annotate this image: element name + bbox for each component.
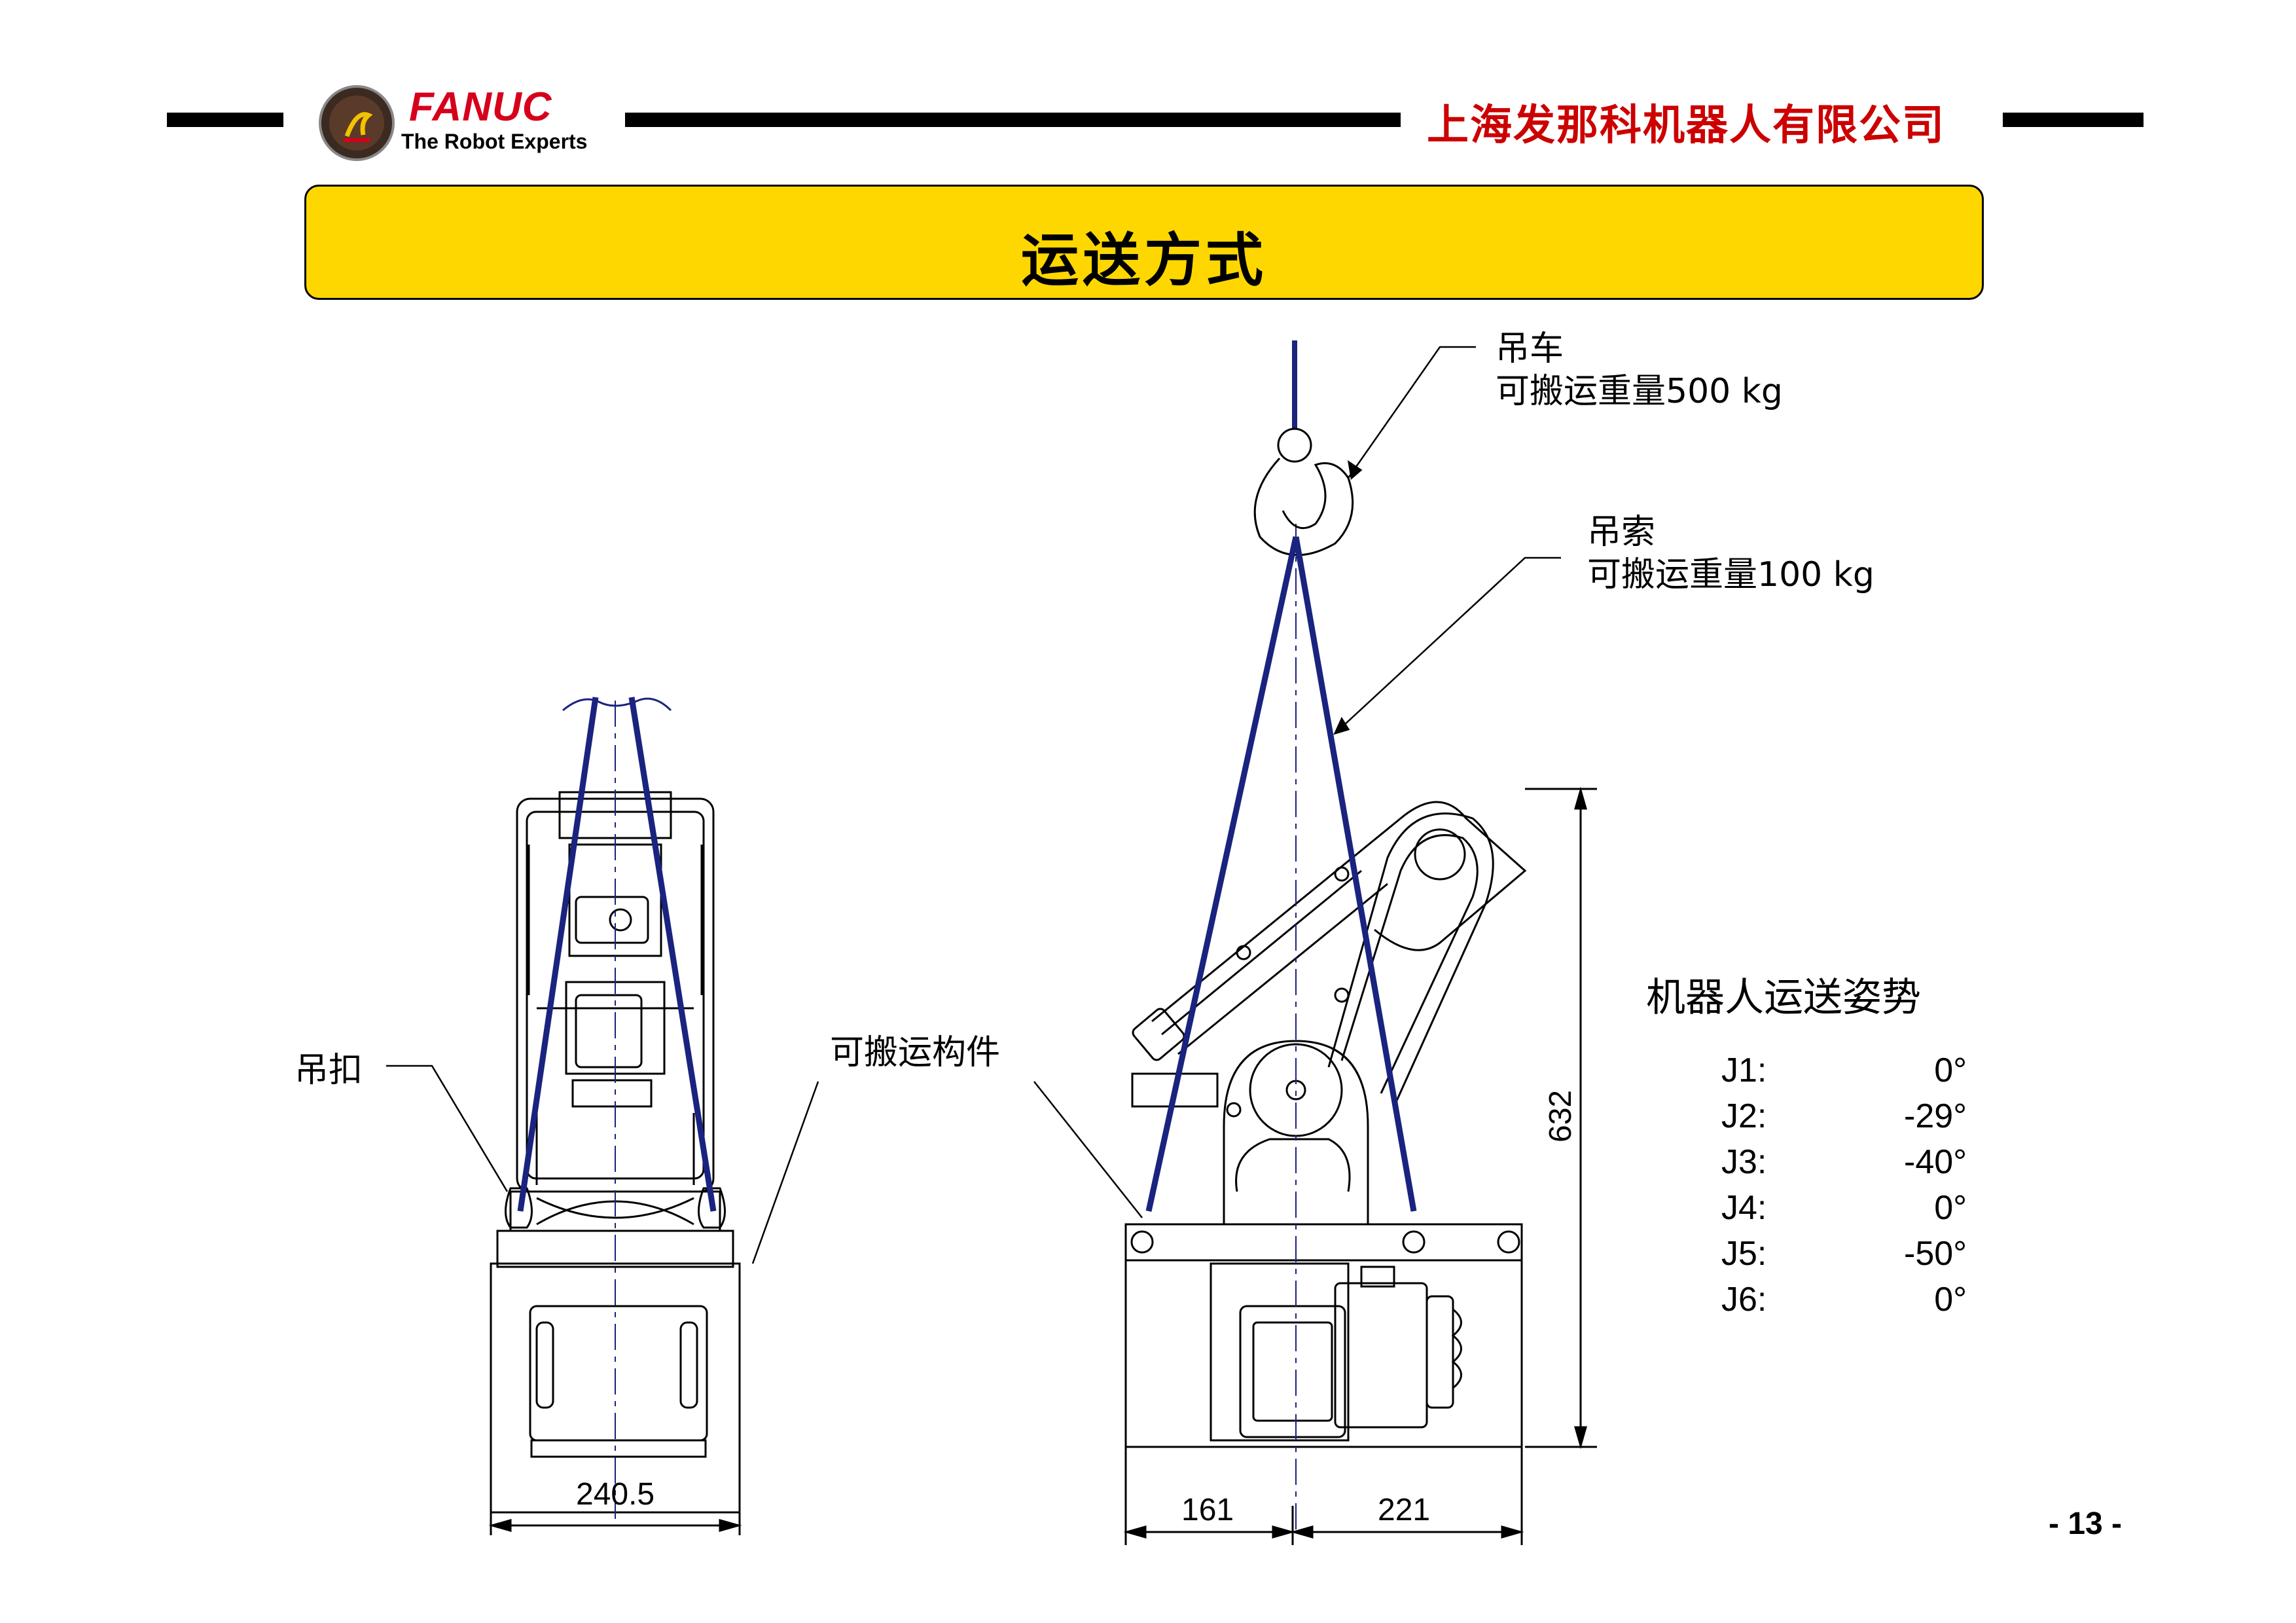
front-view-robot bbox=[490, 697, 741, 1519]
dim-height: 632 bbox=[1543, 1090, 1578, 1142]
label-sling: 吊索 bbox=[1587, 513, 1656, 552]
fanuc-emblem-icon bbox=[319, 85, 395, 161]
label-shackle: 吊扣 bbox=[295, 1051, 363, 1090]
label-sling-capacity: 可搬运重量100 kg bbox=[1587, 555, 1874, 594]
dim-side-left: 161 bbox=[1181, 1493, 1234, 1527]
dim-front-width: 240.5 bbox=[576, 1477, 655, 1512]
dim-side-right: 221 bbox=[1378, 1493, 1430, 1527]
header-rule-left bbox=[167, 113, 283, 127]
label-crane: 吊车 bbox=[1496, 329, 1564, 369]
brand-tagline: The Robot Experts bbox=[401, 130, 588, 153]
brand-name: FANUC bbox=[409, 84, 552, 130]
label-crane-capacity: 可搬运重量500 kg bbox=[1496, 372, 1783, 411]
header-rule-middle bbox=[625, 113, 1401, 127]
page-number: - 13 - bbox=[2049, 1506, 2123, 1541]
label-lifting-part: 可搬运构件 bbox=[830, 1033, 1001, 1072]
pose-title: 机器人运送姿势 bbox=[1646, 975, 1921, 1021]
page-title: 运送方式 bbox=[1020, 227, 1267, 294]
company-name: 上海发那科机器人有限公司 bbox=[1427, 101, 1945, 150]
header-rule-right bbox=[2003, 113, 2144, 127]
title-banner: 运送方式 bbox=[304, 185, 1984, 300]
fanuc-logo: FANUC The Robot Experts bbox=[317, 84, 625, 162]
side-view-robot bbox=[1124, 340, 1527, 1532]
